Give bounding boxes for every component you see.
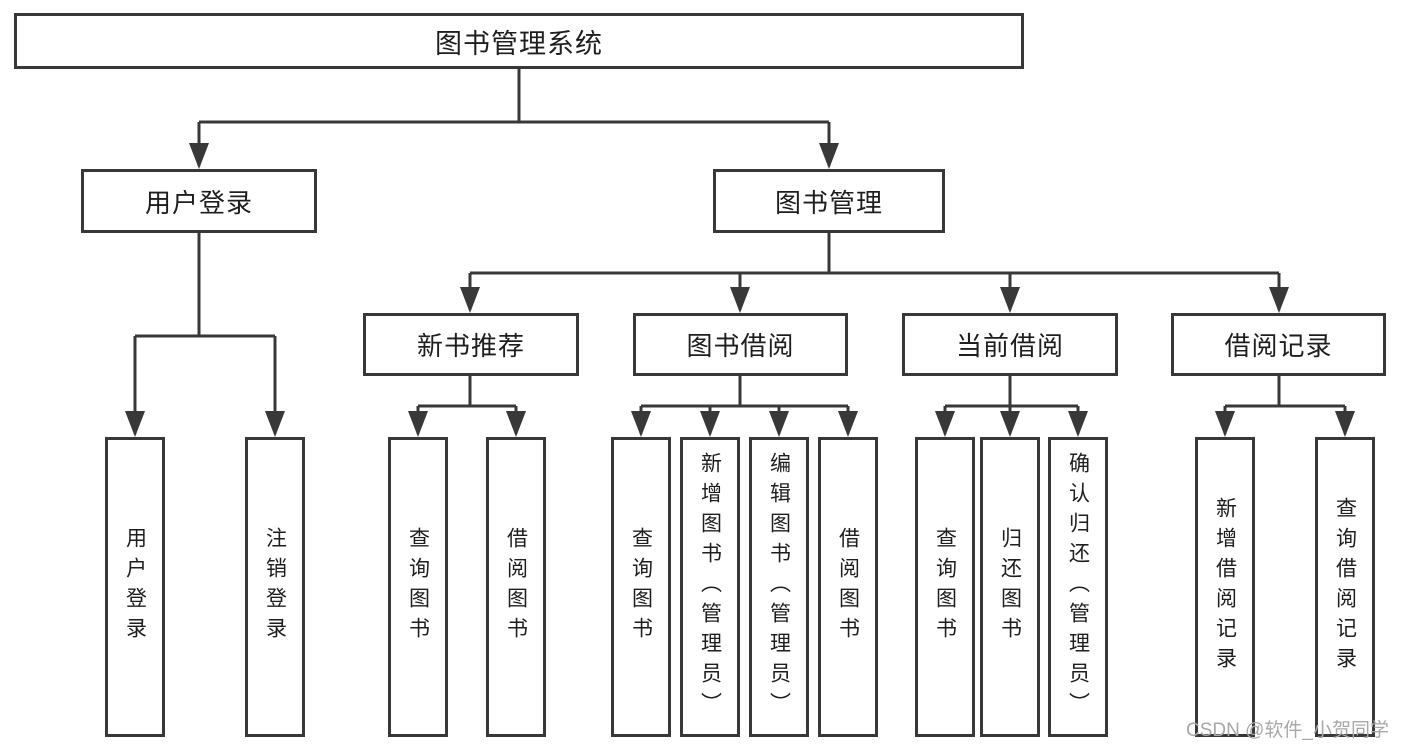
leaf-borrow-book-1-label: 借阅图书 (504, 527, 528, 647)
leaf-query-book-2: 查询图书 (611, 437, 671, 737)
leaf-user-login-label: 用户登录 (123, 527, 147, 647)
leaf-add-borrow-record-label: 新增借阅记录 (1213, 497, 1237, 677)
leaf-add-book-admin: 新增图书（管理员） (680, 437, 740, 737)
leaf-logout-label: 注销登录 (263, 527, 287, 647)
node-book-management: 图书管理 (713, 169, 945, 233)
leaf-edit-book-admin: 编辑图书（管理员） (749, 437, 809, 737)
leaf-query-borrow-record: 查询借阅记录 (1315, 437, 1375, 737)
leaf-add-borrow-record: 新增借阅记录 (1195, 437, 1255, 737)
node-current-borrow: 当前借阅 (902, 313, 1118, 376)
leaf-return-book-label: 归还图书 (998, 527, 1022, 647)
leaf-borrow-book-2: 借阅图书 (818, 437, 878, 737)
leaf-logout: 注销登录 (245, 437, 305, 737)
node-borrow-record: 借阅记录 (1171, 313, 1386, 376)
arrowheads (125, 143, 1355, 437)
leaf-query-book-2-label: 查询图书 (629, 527, 653, 647)
leaf-confirm-return-admin: 确认归还（管理员） (1048, 437, 1108, 737)
leaf-confirm-return-admin-label: 确认归还（管理员） (1066, 452, 1090, 722)
leaf-return-book: 归还图书 (980, 437, 1040, 737)
csdn-watermark: CSDN @软件_小贺同学 (1186, 720, 1389, 741)
node-book-borrow: 图书借阅 (633, 313, 848, 376)
node-system-root: 图书管理系统 (14, 13, 1024, 69)
leaf-add-book-admin-label: 新增图书（管理员） (698, 452, 722, 722)
leaf-user-login: 用户登录 (105, 437, 165, 737)
tree-edges (133, 69, 1347, 434)
leaf-query-book-3: 查询图书 (915, 437, 975, 737)
leaf-borrow-book-1: 借阅图书 (486, 437, 546, 737)
node-user-login: 用户登录 (81, 169, 317, 233)
leaf-query-book-1: 查询图书 (388, 437, 448, 737)
leaf-borrow-book-2-label: 借阅图书 (836, 527, 860, 647)
leaf-query-book-3-label: 查询图书 (933, 527, 957, 647)
leaf-query-book-1-label: 查询图书 (406, 527, 430, 647)
node-new-book-recommend: 新书推荐 (363, 313, 579, 376)
leaf-query-borrow-record-label: 查询借阅记录 (1333, 497, 1357, 677)
leaf-edit-book-admin-label: 编辑图书（管理员） (767, 452, 791, 722)
